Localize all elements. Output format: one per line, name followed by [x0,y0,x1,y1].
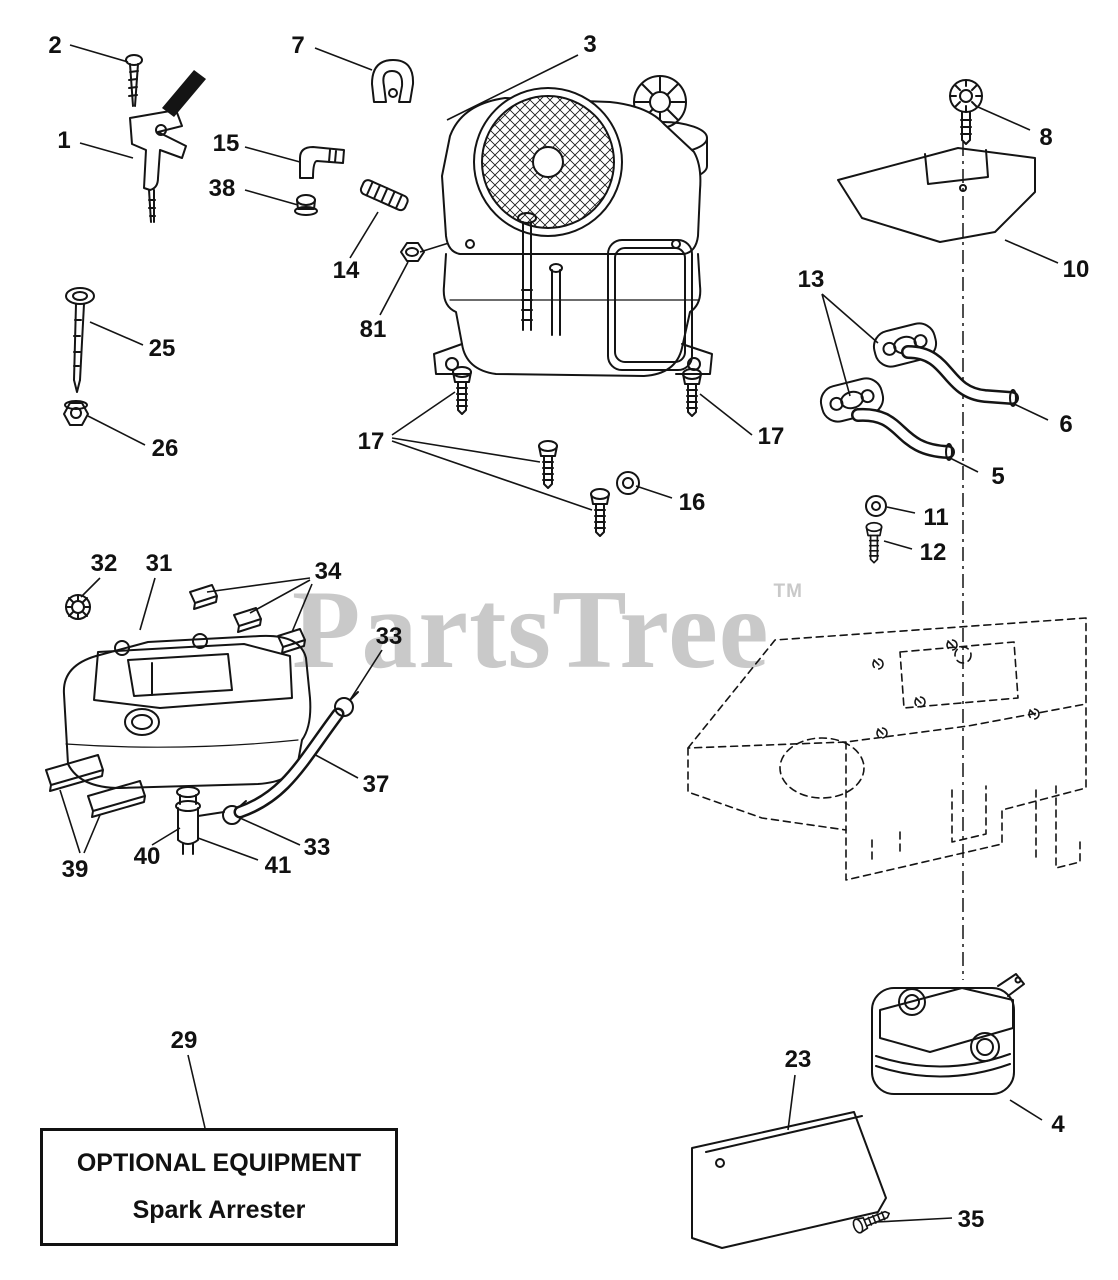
optional-equipment-subtitle: Spark Arrester [132,1196,306,1224]
optional-equipment-box: OPTIONAL EQUIPMENT Spark Arrester [40,1128,398,1246]
heat-shield-drawing [837,79,1036,243]
throttle-control-drawing [125,54,206,223]
muffler-drawing [871,973,1025,1095]
optional-equipment-title: OPTIONAL EQUIPMENT [76,1149,362,1177]
engine-drawing [433,75,713,377]
leader-lines [59,44,1059,1223]
fuel-tank-drawing [45,584,359,855]
chassis-drawing [687,617,1087,881]
engine-mounting-bolts-drawing [452,366,702,537]
muffler-shield-drawing [691,1111,893,1249]
watermark-tm: TM [773,581,803,602]
cable-clamp-drawing [371,59,415,103]
exhaust-pipes-drawing [819,322,1019,564]
dipstick-drawing [63,287,95,426]
fuel-fittings-drawing [294,146,425,262]
